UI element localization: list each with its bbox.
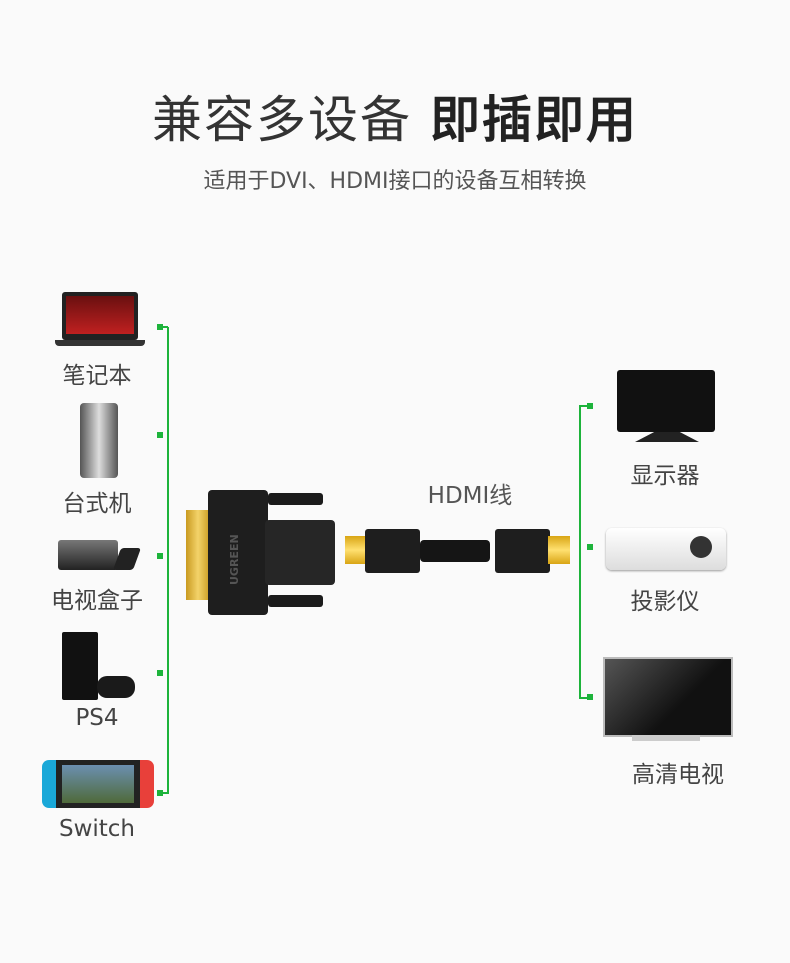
dvi-pins bbox=[186, 510, 210, 600]
label-ps4: PS4 bbox=[75, 705, 119, 731]
tv-box-icon bbox=[58, 540, 118, 570]
connector-tick bbox=[579, 405, 589, 407]
title-normal: 兼容多设备 bbox=[152, 91, 412, 149]
projector-icon bbox=[606, 528, 726, 570]
right-connector-line bbox=[579, 405, 581, 698]
joycon-left bbox=[42, 760, 56, 808]
hdmi-cable bbox=[420, 540, 490, 562]
connector-tick bbox=[160, 326, 168, 328]
monitor-icon bbox=[617, 370, 715, 432]
thumbscrew bbox=[268, 493, 323, 505]
dvi-adapter: UGREEN bbox=[208, 490, 268, 615]
laptop-base bbox=[55, 340, 145, 346]
brand-logo: UGREEN bbox=[228, 534, 241, 585]
hdtv-stand bbox=[632, 735, 700, 741]
desktop-tower-icon bbox=[80, 403, 118, 478]
hdmi-plug-left bbox=[365, 529, 420, 573]
label-monitor: 显示器 bbox=[630, 463, 700, 489]
label-tv-box: 电视盒子 bbox=[51, 588, 143, 614]
label-hdtv: 高清电视 bbox=[632, 762, 724, 788]
connector-dot bbox=[157, 432, 163, 438]
connector-tick bbox=[160, 792, 168, 794]
hdmi-plug-right-tip bbox=[548, 536, 570, 564]
connector-dot bbox=[587, 694, 593, 700]
connector-tick bbox=[579, 697, 589, 699]
hdmi-plug-left-tip bbox=[345, 536, 367, 564]
hdtv-icon bbox=[603, 657, 733, 737]
monitor-stand bbox=[635, 432, 699, 442]
cable-label: HDMI线 bbox=[427, 483, 513, 509]
connector-dot bbox=[587, 403, 593, 409]
switch-console-icon bbox=[56, 760, 140, 808]
connector-dot bbox=[587, 544, 593, 550]
connector-dot bbox=[157, 670, 163, 676]
hdmi-plug-right bbox=[495, 529, 550, 573]
label-desktop: 台式机 bbox=[62, 491, 132, 517]
label-projector: 投影仪 bbox=[630, 589, 700, 615]
page-title: 兼容多设备即插即用 bbox=[0, 80, 790, 152]
thumbscrew bbox=[268, 595, 323, 607]
connector-dot bbox=[157, 553, 163, 559]
left-connector-line bbox=[167, 327, 169, 794]
label-laptop: 笔记本 bbox=[62, 363, 132, 389]
controller-icon bbox=[97, 676, 135, 698]
title-bold: 即插即用 bbox=[430, 91, 638, 149]
subtitle: 适用于DVI、HDMI接口的设备互相转换 bbox=[203, 169, 587, 194]
ps4-icon bbox=[62, 632, 98, 700]
label-switch: Switch bbox=[58, 816, 136, 842]
laptop-icon bbox=[62, 292, 138, 340]
hdmi-female-port bbox=[265, 520, 335, 585]
joycon-right bbox=[140, 760, 154, 808]
connector-dot bbox=[157, 324, 163, 330]
